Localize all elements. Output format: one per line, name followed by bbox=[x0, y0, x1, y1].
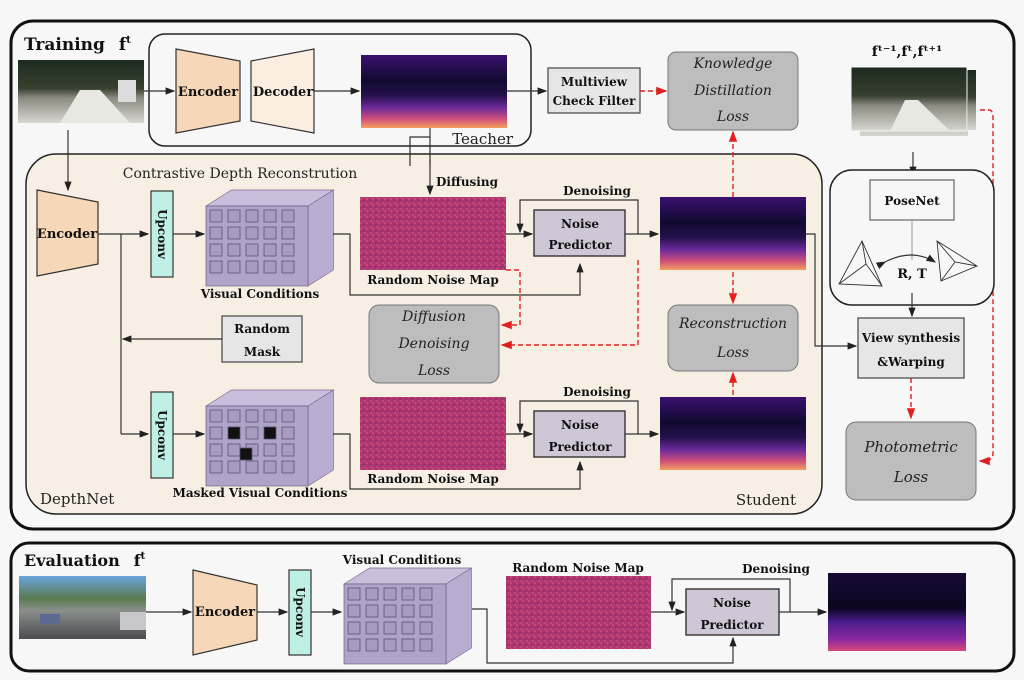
svg-text:Upconv: Upconv bbox=[155, 209, 169, 260]
denoising-label-bottom: Denoising bbox=[563, 385, 631, 399]
svg-text:Random Noise Map: Random Noise Map bbox=[367, 273, 499, 287]
random-noise-map-top bbox=[360, 197, 506, 270]
photometric-loss bbox=[845, 421, 977, 501]
diffusing-label: Diffusing bbox=[436, 175, 499, 189]
training-frames-stack bbox=[850, 66, 976, 136]
svg-text:Random Noise Map: Random Noise Map bbox=[367, 472, 499, 486]
masked-visual-conditions-cube bbox=[205, 389, 334, 487]
evaluation-visual-conditions-label: Visual Conditions bbox=[342, 553, 462, 567]
svg-text:Reconstruction: Reconstruction bbox=[678, 316, 787, 332]
svg-text:Noise: Noise bbox=[561, 217, 599, 231]
svg-text:Diffusion: Diffusion bbox=[401, 309, 466, 325]
svg-text:Loss: Loss bbox=[893, 468, 929, 486]
svg-text:View synthesis: View synthesis bbox=[861, 331, 960, 345]
svg-text:Upconv: Upconv bbox=[155, 410, 169, 461]
svg-text:Mask: Mask bbox=[244, 345, 281, 359]
svg-text:Loss: Loss bbox=[716, 109, 749, 125]
svg-text:Encoder: Encoder bbox=[37, 227, 97, 242]
training-input-image bbox=[18, 60, 144, 123]
denoising-label-top: Denoising bbox=[563, 184, 631, 198]
svg-text:Denoising: Denoising bbox=[397, 336, 469, 352]
depthnet-label: DepthNet bbox=[40, 490, 114, 508]
random-mask bbox=[221, 315, 303, 363]
masked-visual-conditions-label: Masked Visual Conditions bbox=[173, 486, 348, 500]
rt-label: R, T bbox=[897, 267, 927, 282]
evaluation-denoising-label: Denoising bbox=[742, 562, 810, 576]
diffusion-denoising-loss bbox=[368, 304, 500, 384]
evaluation-encoder bbox=[192, 569, 258, 656]
reconstruction-loss bbox=[667, 304, 799, 372]
visual-conditions-cube bbox=[205, 189, 334, 287]
svg-text:Check Filter: Check Filter bbox=[553, 94, 637, 108]
random-noise-map-bottom bbox=[360, 397, 506, 470]
teacher-section bbox=[148, 33, 532, 147]
upconv-bottom bbox=[150, 391, 174, 479]
svg-text:Loss: Loss bbox=[417, 363, 450, 379]
svg-text:Predictor: Predictor bbox=[548, 238, 612, 252]
svg-text:Loss: Loss bbox=[716, 345, 749, 361]
camera-pose-icon-right bbox=[936, 240, 978, 282]
svg-text:PoseNet: PoseNet bbox=[884, 194, 940, 208]
svg-text:Predictor: Predictor bbox=[700, 618, 764, 632]
teacher-decoder bbox=[250, 48, 315, 134]
teacher-encoder bbox=[175, 48, 241, 134]
svg-text:Random: Random bbox=[234, 322, 290, 336]
svg-text:Noise: Noise bbox=[713, 596, 751, 610]
svg-text:&Warping: &Warping bbox=[877, 355, 945, 369]
visual-conditions-label: Visual Conditions bbox=[200, 287, 320, 301]
evaluation-depth-map bbox=[828, 573, 966, 651]
svg-text:Multiview: Multiview bbox=[561, 75, 628, 89]
evaluation-random-noise-map-label: Random Noise Map bbox=[512, 561, 644, 575]
evaluation-input-image bbox=[19, 576, 146, 639]
student-subtitle: Contrastive Depth Reconstrution bbox=[123, 166, 358, 182]
svg-text:Predictor: Predictor bbox=[548, 440, 612, 454]
svg-text:Photometric: Photometric bbox=[863, 438, 958, 456]
frames-label: fᵗ⁻¹,fᵗ,fᵗ⁺¹ bbox=[872, 44, 942, 60]
knowledge-distillation-loss bbox=[667, 51, 799, 131]
svg-text:Noise: Noise bbox=[561, 418, 599, 432]
view-synthesis-warping bbox=[857, 317, 965, 379]
svg-text:Distillation: Distillation bbox=[693, 83, 772, 99]
teacher-decoder-label: Decoder bbox=[253, 85, 313, 100]
svg-text:Upconv: Upconv bbox=[293, 587, 307, 638]
student-encoder bbox=[36, 189, 99, 277]
teacher-depth-map bbox=[361, 55, 507, 128]
student-label: Student bbox=[736, 491, 796, 509]
evaluation-visual-conditions-cube bbox=[343, 567, 472, 665]
posenet-box bbox=[869, 179, 955, 221]
teacher-label: Teacher bbox=[452, 130, 514, 148]
camera-pose-icon-left bbox=[838, 239, 883, 287]
evaluation-random-noise-map bbox=[506, 576, 651, 649]
student-depth-map-top bbox=[660, 197, 806, 270]
noise-predictor-bottom bbox=[533, 410, 626, 458]
svg-text:Encoder: Encoder bbox=[195, 605, 255, 620]
student-depth-map-bottom bbox=[660, 397, 806, 470]
teacher-encoder-label: Encoder bbox=[178, 85, 238, 100]
svg-text:Knowledge: Knowledge bbox=[693, 56, 773, 72]
noise-predictor-top bbox=[533, 209, 626, 257]
